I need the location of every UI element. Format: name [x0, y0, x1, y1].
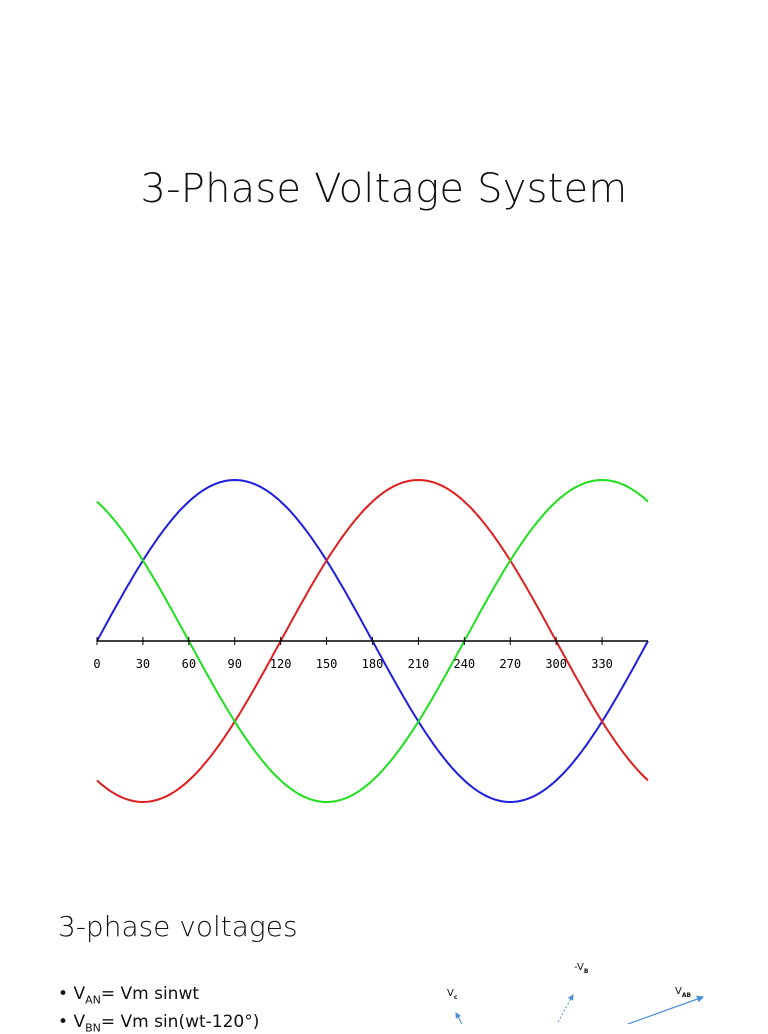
x-tick-label-30: 30 — [136, 657, 150, 671]
bullet-vbn-symbol: V — [73, 1012, 86, 1032]
x-tick-label-90: 90 — [228, 657, 242, 671]
bullet-van-subscript: AN — [85, 993, 101, 1007]
x-tick-label-270: 270 — [499, 657, 521, 671]
section-heading: 3-phase voltages — [58, 910, 298, 943]
bullet-van-symbol: V — [73, 984, 86, 1004]
x-tick-label-180: 180 — [362, 657, 384, 671]
phasor-label-vab-subscript: AB — [681, 992, 692, 999]
x-tick-label-210: 210 — [408, 657, 430, 671]
phasor-label-neg-vb: -VB — [574, 962, 588, 975]
x-tick-label-330: 330 — [591, 657, 613, 671]
x-tick-label-150: 150 — [316, 657, 338, 671]
slide-title: 3-Phase Voltage System — [140, 166, 628, 212]
bullet-van-text: = Vm sinwt — [100, 984, 200, 1004]
phasor-label-vc-subscript: c — [453, 994, 458, 1001]
phasor-vab-arrow — [627, 995, 705, 1024]
phasor-label-vab: VAB — [675, 986, 691, 999]
phasor-label-vab-symbol: V — [675, 986, 682, 997]
phasor-neg-vb-arrow — [557, 994, 574, 1023]
x-tick-label-300: 300 — [545, 657, 567, 671]
x-tick-label-120: 120 — [270, 657, 292, 671]
phasor-label-neg-vb-symbol: -V — [574, 962, 584, 973]
x-tick-label-0: 0 — [93, 657, 100, 671]
phasor-label-vc-symbol: V — [447, 988, 454, 999]
x-tick-label-60: 60 — [182, 657, 196, 671]
x-tick-label-240: 240 — [453, 657, 475, 671]
phasor-label-neg-vb-subscript: B — [583, 968, 589, 975]
bullet-van: • VAN= Vm sinwt — [58, 984, 200, 1007]
phasor-label-vc: Vc — [447, 988, 457, 1001]
phasor-vc-arrow — [455, 1012, 463, 1024]
